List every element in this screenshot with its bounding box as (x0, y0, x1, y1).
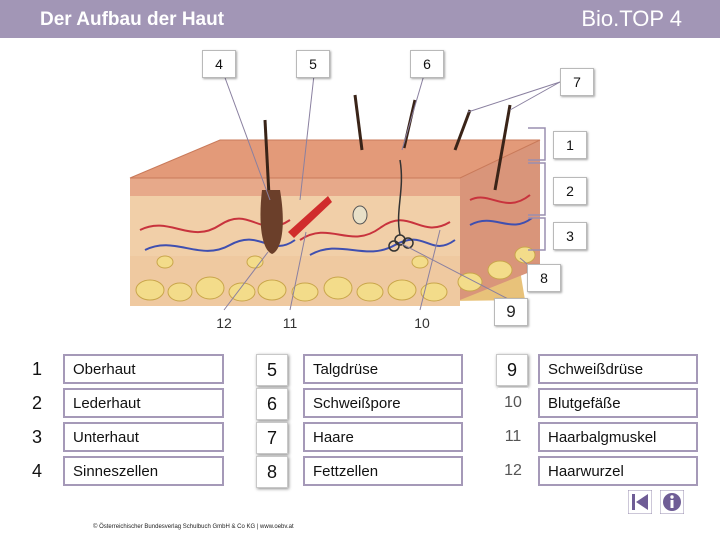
answer-box[interactable]: Fettzellen (303, 456, 463, 486)
legend-number: 12 (498, 456, 528, 486)
callout-7: 7 (560, 68, 594, 96)
callout-3: 3 (553, 222, 587, 250)
answer-box[interactable]: Haarwurzel (538, 456, 698, 486)
callout-9: 9 (494, 298, 528, 326)
callout-1: 1 (553, 131, 587, 159)
legend-number: 1 (22, 354, 52, 384)
callout-5: 5 (296, 50, 330, 78)
legend-number: 10 (498, 388, 528, 418)
legend-number: 4 (22, 456, 52, 486)
brand-label: Bio.TOP 4 (581, 6, 682, 31)
answer-box[interactable]: Schweißpore (303, 388, 463, 418)
legend-number: 11 (498, 422, 528, 452)
legend-number: 8 (256, 456, 288, 488)
callout-12: 12 (216, 315, 232, 331)
page-title: Der Aufbau der Haut (40, 9, 225, 30)
back-to-start-icon[interactable] (627, 489, 653, 515)
copyright-note: © Österreichischer Bundesverlag Schulbuc… (93, 524, 294, 530)
answer-box[interactable]: Talgdrüse (303, 354, 463, 384)
answer-box[interactable]: Blutgefäße (538, 388, 698, 418)
legend-number: 9 (496, 354, 528, 386)
callout-8: 8 (527, 264, 561, 292)
answer-box[interactable]: Schweißdrüse (538, 354, 698, 384)
callout-2: 2 (553, 177, 587, 205)
skin-illustration (129, 74, 561, 311)
answer-box[interactable]: Oberhaut (63, 354, 224, 384)
legend-number: 6 (256, 388, 288, 420)
info-icon[interactable] (659, 489, 685, 515)
answer-box[interactable]: Sinneszellen (63, 456, 224, 486)
legend: 1 Oberhaut 2 Lederhaut 3 Unterhaut 4 Sin… (0, 352, 720, 492)
callout-10: 10 (414, 315, 430, 331)
callout-4: 4 (202, 50, 236, 78)
answer-box[interactable]: Haarbalgmuskel (538, 422, 698, 452)
legend-number: 5 (256, 354, 288, 386)
skin-diagram: 4 5 6 7 1 2 3 8 12 11 10 9 (0, 38, 720, 348)
callout-6: 6 (410, 50, 444, 78)
legend-number: 3 (22, 422, 52, 452)
legend-number: 2 (22, 388, 52, 418)
answer-box[interactable]: Unterhaut (63, 422, 224, 452)
answer-box[interactable]: Haare (303, 422, 463, 452)
legend-number: 7 (256, 422, 288, 454)
callout-11: 11 (282, 315, 298, 331)
answer-box[interactable]: Lederhaut (63, 388, 224, 418)
header-bar: Der Aufbau der Haut Bio.TOP 4 (0, 0, 720, 38)
